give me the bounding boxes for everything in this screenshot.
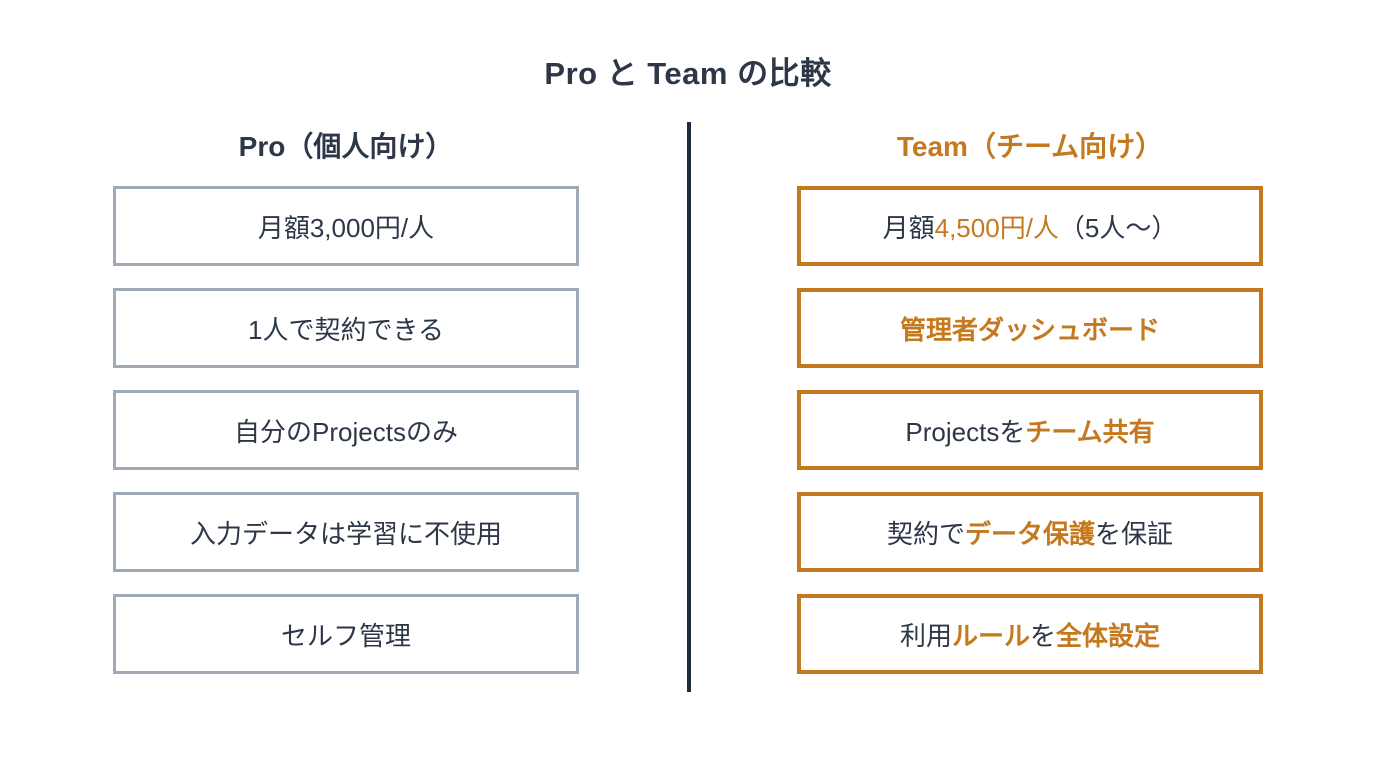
pro-feature-box: セルフ管理: [113, 594, 579, 674]
feature-text-segment: 月額: [882, 212, 935, 243]
feature-text-segment: （5人〜）: [1058, 212, 1178, 243]
feature-text-segment: ルール: [951, 620, 1030, 651]
feature-text-segment: 自分のProjectsのみ: [234, 416, 458, 447]
team-feature-box: 契約でデータ保護を保証: [797, 492, 1263, 572]
team-feature-box: 管理者ダッシュボード: [797, 288, 1263, 368]
feature-text-segment: 利用: [899, 620, 952, 651]
feature-text-segment: チーム共有: [1025, 416, 1155, 447]
feature-text-segment: Projectsを: [905, 416, 1026, 447]
feature-text-segment: 1人で契約できる: [248, 314, 444, 345]
pro-column-header: Pro（個人向け）: [238, 131, 454, 162]
feature-text-segment: を: [1030, 620, 1057, 651]
feature-text-segment: 契約で: [886, 518, 965, 549]
feature-text-segment: を保証: [1095, 518, 1174, 549]
pro-feature-box: 月額3,000円/人: [113, 186, 579, 266]
page-title: Pro と Team の比較: [544, 56, 832, 91]
pro-feature-list: 月額3,000円/人 1人で契約できる自分のProjectsのみ入力データは学習に…: [113, 186, 579, 674]
feature-text-segment: 4,500円/人: [934, 212, 1059, 243]
pro-column: Pro（個人向け） 月額3,000円/人 1人で契約できる自分のProjectsの…: [113, 125, 579, 696]
feature-text-segment: データ保護: [964, 518, 1095, 549]
feature-text-segment: セルフ管理: [280, 620, 411, 651]
team-column-header: Team（チーム向け）: [896, 131, 1164, 162]
pro-feature-box: 入力データは学習に不使用: [113, 492, 579, 572]
feature-text-segment: 管理者ダッシュボード: [899, 314, 1160, 345]
pro-feature-box: 自分のProjectsのみ: [113, 390, 579, 470]
vertical-divider: [687, 122, 691, 692]
team-feature-box: 利用ルールを全体設定: [797, 594, 1263, 674]
feature-text-segment: 全体設定: [1056, 620, 1161, 651]
feature-text-segment: 月額3,000円/人: [257, 212, 435, 243]
feature-text-segment: 入力データは学習に不使用: [189, 518, 502, 549]
pro-feature-box: 1人で契約できる: [113, 288, 579, 368]
team-feature-box: Projectsをチーム共有: [797, 390, 1263, 470]
